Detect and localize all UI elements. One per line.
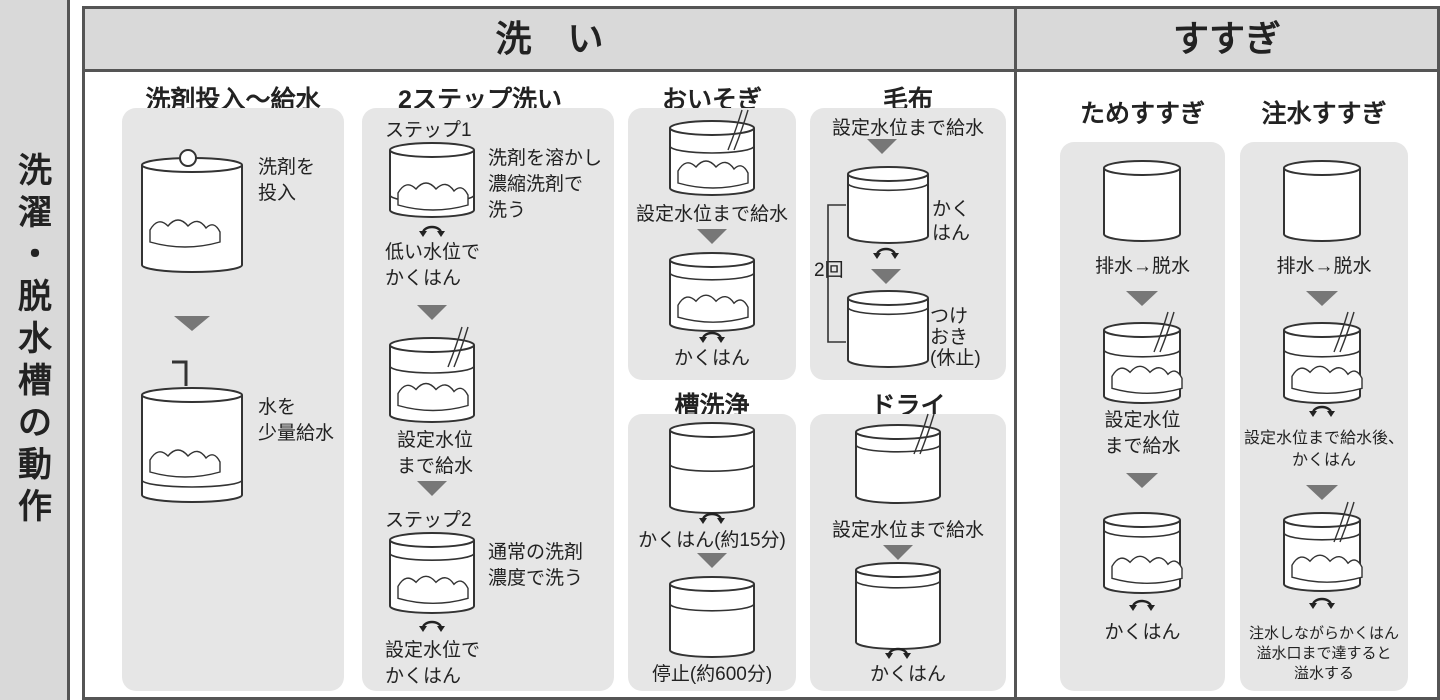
- down-arrow-icon: [417, 305, 447, 320]
- tub-clean-caption-2: 停止(約600分): [651, 664, 773, 685]
- stir-arrowhead-icon: [885, 653, 911, 659]
- tame-caption-2: 設定水位 まで給水: [1104, 410, 1181, 457]
- tub-detergent-icon: [141, 157, 243, 273]
- stir-icon: [887, 647, 909, 656]
- tub-fill-icon: [141, 387, 243, 503]
- down-arrow-icon: [697, 553, 727, 568]
- down-arrow-icon: [883, 545, 913, 560]
- stir-arrowhead-icon: [419, 231, 445, 237]
- quick-caption-1: 設定水位まで給水: [635, 204, 788, 225]
- down-arrow-icon: [417, 481, 447, 496]
- two-step-step2-note: 通常の洗剤 濃度で洗う: [488, 542, 584, 589]
- detergent-step2-text: 水を 少量給水: [258, 397, 335, 444]
- tub-chusui-spin-icon: [1283, 160, 1361, 242]
- stir-icon: [421, 620, 443, 629]
- side-title: 洗 濯 ・ 脱 水 槽 の 動 作: [0, 150, 70, 528]
- stir-arrowhead-icon: [1309, 411, 1335, 417]
- tub-blanket-soak-icon: [847, 290, 929, 368]
- side-title-char: 作: [18, 488, 52, 526]
- tame-title: ためすすぎ: [1079, 100, 1205, 128]
- tub-tame-fill-icon: [1103, 311, 1183, 404]
- tub-clean-stir-icon: [669, 422, 755, 514]
- side-title-char: の: [18, 404, 52, 442]
- tub-chusui-stir-icon: [1283, 501, 1363, 592]
- two-step-step2-caption: 設定水位で かくはん: [385, 640, 481, 687]
- chusui-caption-2: 設定水位まで給水後、 かくはん: [1243, 430, 1404, 469]
- tub-quick-fill-icon: [669, 109, 755, 196]
- rinse-header: すすぎ: [1017, 9, 1437, 72]
- detergent-scoop-icon: [179, 149, 197, 167]
- side-title-char: 槽: [18, 362, 52, 400]
- blanket-caption-1: 設定水位まで給水: [831, 118, 984, 139]
- down-arrow-icon: [1306, 291, 1338, 306]
- tub-fill-icon: [389, 326, 475, 423]
- down-arrow-icon: [871, 269, 901, 284]
- stir-icon: [421, 225, 443, 234]
- side-title-char: ・: [18, 236, 52, 274]
- tub-clean-caption-1: かくはん(約15分): [638, 530, 786, 551]
- stir-icon: [701, 512, 723, 521]
- stir-icon: [701, 331, 723, 340]
- side-title-char: 動: [18, 446, 52, 484]
- side-title-char: 水: [18, 320, 52, 358]
- two-step-step2-label: ステップ2: [385, 510, 472, 531]
- tame-caption-1: 排水→脱水: [1094, 256, 1190, 277]
- stir-icon: [875, 247, 897, 256]
- down-arrow-icon: [1126, 473, 1158, 488]
- tub-chusui-fill-icon: [1283, 311, 1363, 404]
- down-arrow-icon: [867, 139, 897, 154]
- stir-icon: [1311, 405, 1333, 414]
- stir-icon: [1131, 599, 1153, 608]
- stir-arrowhead-icon: [873, 253, 899, 259]
- two-step-step1-label: ステップ1: [385, 120, 472, 141]
- chusui-caption-1: 排水→脱水: [1276, 256, 1372, 277]
- tame-caption-3: かくはん: [1104, 622, 1181, 643]
- two-step-step1-caption: 低い水位で かくはん: [385, 242, 481, 289]
- two-step-step1-note: 洗剤を溶かし 濃縮洗剤で 洗う: [488, 148, 603, 221]
- stir-arrowhead-icon: [1129, 605, 1155, 611]
- down-arrow-icon: [174, 316, 210, 331]
- stir-arrowhead-icon: [1309, 603, 1335, 609]
- side-title-char: 濯: [18, 194, 52, 232]
- wash-header: 洗 い: [85, 9, 1014, 72]
- tub-step2-icon: [389, 532, 475, 614]
- stir-arrowhead-icon: [419, 626, 445, 632]
- dry-caption-1: 設定水位まで給水: [831, 520, 984, 541]
- side-title-char: 洗: [18, 152, 52, 190]
- stir-icon: [1311, 597, 1333, 606]
- down-arrow-icon: [697, 229, 727, 244]
- dry-caption-2: かくはん: [869, 664, 946, 685]
- tub-dry-fill-icon: [855, 413, 941, 504]
- blanket-stir-label: かく はん: [932, 199, 971, 244]
- tub-clean-stop-icon: [669, 576, 755, 658]
- quick-caption-2: かくはん: [673, 348, 750, 369]
- repeat-bracket-icon: [827, 204, 846, 343]
- faucet-icon: [172, 360, 188, 386]
- tub-dry-stir-icon: [855, 562, 941, 650]
- chusui-caption-3: 注水しながらかくはん 溢水口まで達すると 溢水する: [1248, 625, 1399, 682]
- down-arrow-icon: [1306, 485, 1338, 500]
- stir-arrowhead-icon: [699, 337, 725, 343]
- tub-tame-spin-icon: [1103, 160, 1181, 242]
- down-arrow-icon: [1126, 291, 1158, 306]
- tub-tame-stir-icon: [1103, 512, 1183, 594]
- tub-quick-stir-icon: [669, 252, 755, 332]
- tub-step1-icon: [389, 142, 475, 218]
- side-bar: 洗 濯 ・ 脱 水 槽 の 動 作: [0, 0, 70, 700]
- two-step-fill-caption: 設定水位 まで給水: [396, 430, 473, 477]
- side-title-char: 脱: [18, 278, 52, 316]
- chusui-title: 注水すすぎ: [1261, 100, 1387, 128]
- stir-arrowhead-icon: [699, 518, 725, 524]
- tub-blanket-stir-icon: [847, 166, 929, 244]
- detergent-step1-text: 洗剤を 投入: [258, 157, 316, 204]
- blanket-soak-label: つけ おき (休止): [930, 306, 981, 369]
